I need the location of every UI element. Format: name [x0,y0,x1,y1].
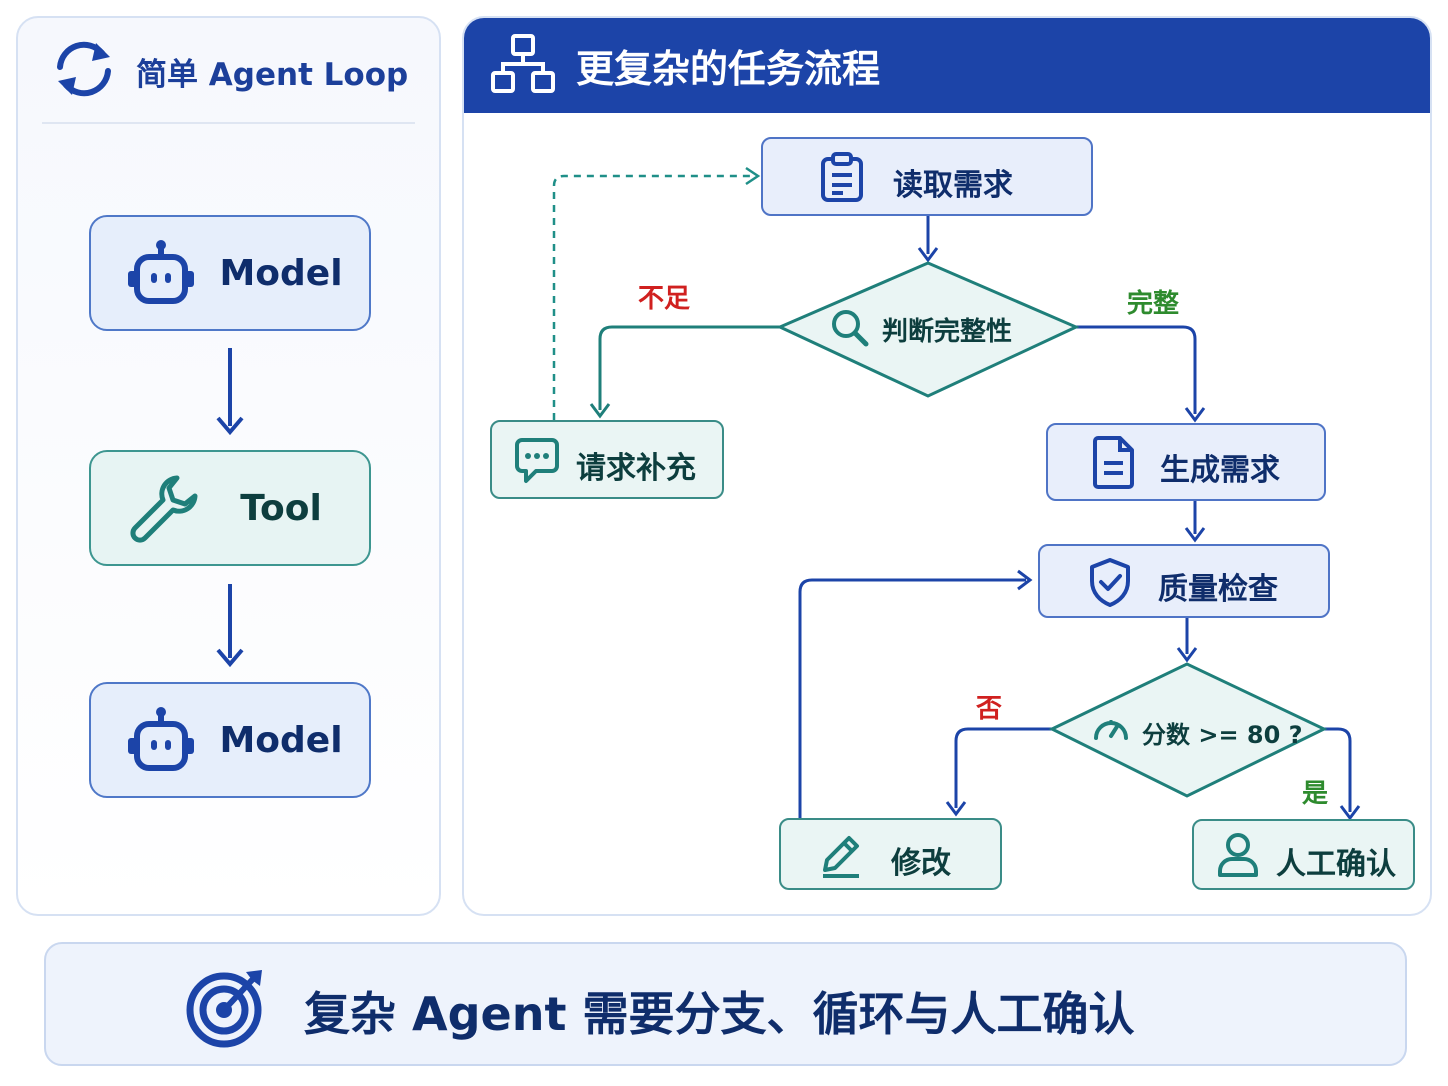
simple-loop-title: 简单 Agent Loop [136,56,409,93]
read-requirements-label: 读取需求 [893,168,1013,203]
model-box-2: Model [89,682,371,798]
human-confirm-label: 人工确认 [1276,847,1396,882]
complex-task-flow-panel: 更复杂的任务流程 [462,16,1432,916]
model-label-2: Model [219,719,343,761]
revise-label: 修改 [891,846,951,881]
document-icon [1092,435,1136,493]
generate-requirements-node: 生成需求 [1046,423,1326,501]
clipboard-icon [819,151,865,207]
simple-agent-loop-panel: 简单 Agent Loop Model Tool [16,16,441,916]
complex-flow-title: 更复杂的任务流程 [576,47,881,91]
read-requirements-node: 读取需求 [761,137,1093,216]
branch-complete-label: 完整 [1127,289,1180,319]
pencil-icon [817,830,865,884]
shield-check-icon [1088,557,1132,611]
branch-insufficient-label: 不足 [638,284,691,314]
hierarchy-icon [490,33,556,99]
header-divider [42,122,415,124]
target-icon [184,966,266,1052]
quality-check-node: 质量检查 [1038,544,1330,618]
summary-banner: 复杂 Agent 需要分支、循环与人工确认 [44,942,1407,1066]
summary-text: 复杂 Agent 需要分支、循环与人工确认 [304,987,1135,1041]
branch-no-label: 否 [976,694,1003,724]
quality-check-label: 质量检查 [1158,572,1278,607]
branch-yes-label: 是 [1302,779,1329,809]
human-confirm-node: 人工确认 [1192,819,1415,890]
model-box-1: Model [89,215,371,331]
search-icon [830,308,870,352]
request-supplement-label: 请求补充 [576,451,696,486]
model-label-1: Model [219,252,343,294]
request-supplement-node: 请求补充 [490,420,724,499]
robot-icon [125,706,197,782]
tool-label: Tool [240,487,322,529]
generate-requirements-label: 生成需求 [1160,453,1280,488]
simple-loop-header: 简单 Agent Loop [18,18,439,124]
tool-box: Tool [89,450,371,566]
gauge-icon [1092,712,1130,746]
complex-flow-header: 更复杂的任务流程 [464,18,1430,113]
wrench-icon [127,472,201,550]
robot-icon [125,239,197,315]
revise-node: 修改 [779,818,1002,890]
chat-bubble-icon [514,436,560,490]
score-threshold-label: 分数 >= 80 ? [1142,721,1303,749]
judge-completeness-label: 判断完整性 [882,317,1013,347]
user-icon [1216,831,1260,883]
refresh-cycle-icon [50,37,118,105]
